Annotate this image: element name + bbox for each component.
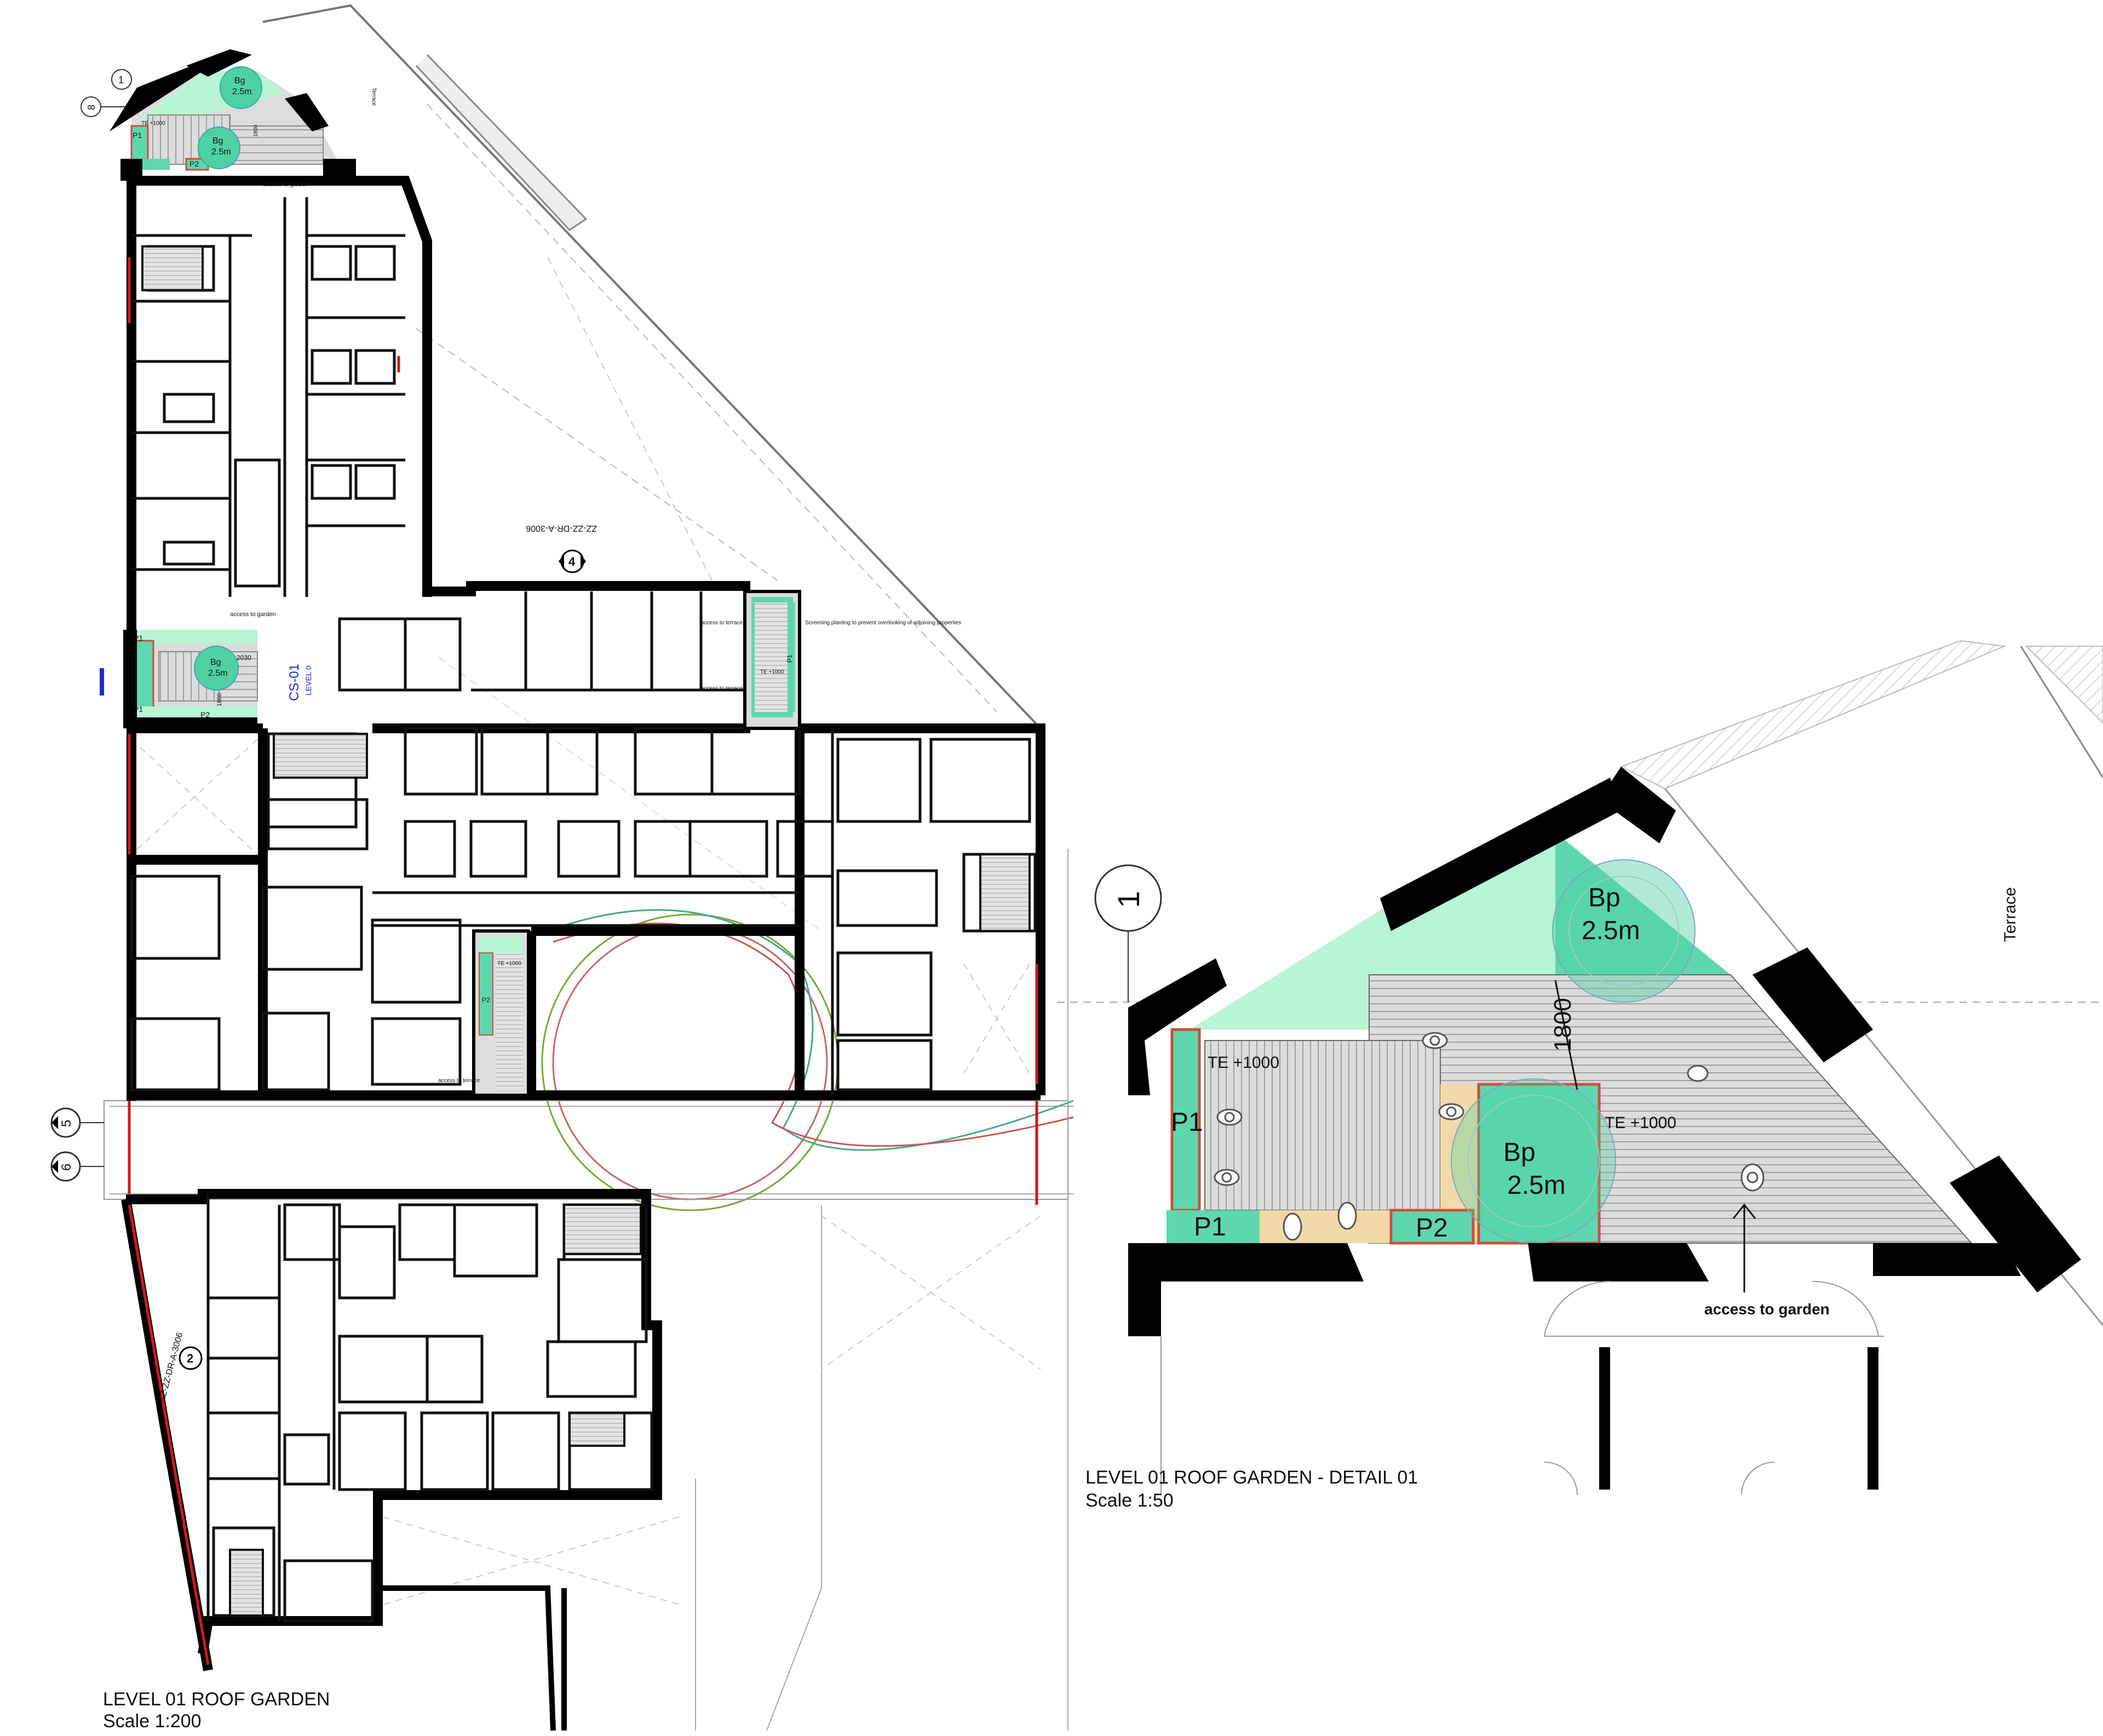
svg-text:LEVEL 0: LEVEL 0 bbox=[304, 665, 313, 695]
detail-p2: P2 bbox=[1416, 1214, 1448, 1243]
grid-marker-1: 1 bbox=[111, 69, 132, 90]
detail-bp-mid-label: Bp bbox=[1503, 1138, 1536, 1167]
grid-marker-8: 8 bbox=[81, 96, 126, 117]
main-terrace-label: Terrace bbox=[371, 88, 377, 106]
detail-te-right: TE +1000 bbox=[1605, 1114, 1676, 1132]
north-garden-bp2-label: Bg bbox=[212, 136, 223, 146]
south-garden-access: access to terrace bbox=[438, 1078, 480, 1084]
detail-decking-secondary bbox=[1204, 1040, 1441, 1211]
east-garden-access-a: access to terrace bbox=[701, 620, 743, 626]
detail-tree-zone bbox=[1555, 832, 1731, 975]
east-garden-access-b: access to terrace bbox=[701, 686, 743, 692]
west-garden-bp-size: 2.5m bbox=[208, 669, 228, 678]
north-garden-p2: P2 bbox=[189, 159, 199, 168]
detail-bp-top-size: 2.5m bbox=[1582, 916, 1640, 945]
detail-terrace: Terrace bbox=[2001, 887, 2019, 942]
detail-grid-marker-1: 1 bbox=[1094, 864, 1162, 1002]
grid-marker-5: 5 bbox=[50, 1107, 104, 1138]
north-garden-access: access to garden bbox=[263, 181, 309, 188]
east-garden-note: Screening planting to prevent overlookin… bbox=[805, 620, 961, 626]
planter-p1-bottom bbox=[1167, 1210, 1260, 1243]
south-garden-p2: P2 bbox=[482, 996, 490, 1004]
svg-text:5: 5 bbox=[59, 1120, 74, 1127]
red-boundary bbox=[128, 257, 1038, 1665]
south-garden-te: TE +1000 bbox=[497, 961, 521, 967]
west-garden-bp-label: Bg bbox=[210, 658, 221, 667]
west-garden-access: access to garden bbox=[230, 611, 276, 618]
south-garden bbox=[472, 929, 530, 1097]
detail-p1-vertical: P1 bbox=[1171, 1108, 1203, 1137]
section-marker-top: 4 ZZ-ZZ-DR-A-3006 bbox=[526, 524, 597, 573]
detail-bp-top-label: Bp bbox=[1588, 883, 1621, 912]
link-bridge bbox=[104, 1100, 1068, 1200]
detail-dimension-line bbox=[1554, 980, 1578, 1090]
people-figures bbox=[1214, 1032, 1765, 1241]
svg-text:CS-01: CS-01 bbox=[287, 664, 302, 701]
svg-text:ZZ-ZZ-DR-A-3006: ZZ-ZZ-DR-A-3006 bbox=[526, 524, 597, 533]
detail-te-left: TE +1000 bbox=[1208, 1054, 1279, 1072]
detail-context-paving-right bbox=[2025, 646, 2103, 724]
courtyard-ramp bbox=[541, 909, 1074, 1211]
detail-bp-mid-size: 2.5m bbox=[1507, 1171, 1566, 1200]
east-garden bbox=[743, 590, 801, 730]
planter-p2 bbox=[1389, 1209, 1475, 1245]
west-garden-dim-b: 1800 bbox=[216, 693, 223, 706]
site-boundary bbox=[262, 4, 1042, 729]
grid-marker-6: 6 bbox=[50, 1151, 104, 1182]
svg-text:4: 4 bbox=[568, 555, 576, 568]
main-plan: Bg 2.5m Bg 2.5m P1 P2 TE +1000 1800 acce… bbox=[50, 4, 1074, 1731]
detail-p1-bottom: P1 bbox=[1194, 1212, 1226, 1241]
west-garden bbox=[123, 630, 258, 731]
svg-text:ZZ-ZZ-DR-A-3006: ZZ-ZZ-DR-A-3006 bbox=[157, 1331, 185, 1402]
north-garden-te: TE +1000 bbox=[141, 120, 165, 127]
west-garden-dim-a: 2030 bbox=[237, 654, 251, 662]
stair-cores bbox=[141, 245, 1031, 1617]
section-marker-bottom: 2 ZZ-ZZ-DR-A-3006 bbox=[157, 1331, 203, 1402]
detail-doors bbox=[1160, 1280, 1884, 1496]
north-garden-dim: 1800 bbox=[253, 124, 259, 137]
detail-context-paving bbox=[1619, 640, 2007, 790]
svg-text:8: 8 bbox=[86, 105, 97, 110]
section-cut-cs01: CS-01 LEVEL 0 bbox=[100, 664, 313, 701]
svg-text:1: 1 bbox=[1111, 891, 1146, 908]
east-garden-p1: P1 bbox=[786, 654, 794, 663]
access-arrow bbox=[1732, 1203, 1756, 1292]
main-plan-title: LEVEL 01 ROOF GARDEN bbox=[103, 1689, 330, 1710]
annex bbox=[378, 1585, 567, 1731]
west-garden-p2: P2 bbox=[200, 710, 210, 719]
svg-text:1: 1 bbox=[118, 74, 124, 85]
tree-canopy-top bbox=[1552, 859, 1696, 1003]
east-garden-te: TE +1000 bbox=[760, 669, 784, 675]
svg-text:2: 2 bbox=[187, 1352, 193, 1365]
detail-access: access to garden bbox=[1704, 1301, 1830, 1318]
interior-partitions bbox=[130, 197, 1037, 1623]
detail-dim: 1800 bbox=[1549, 998, 1576, 1051]
detail-plan: 1 Bp 2.5m Bp 2.5m TE +1000 TE +1000 1800… bbox=[1057, 640, 2103, 1496]
detail-title: LEVEL 01 ROOF GARDEN - DETAIL 01 bbox=[1085, 1467, 1418, 1488]
north-garden bbox=[110, 49, 356, 181]
detail-scale: Scale 1:50 bbox=[1085, 1490, 1174, 1511]
west-garden-p1b: P1 bbox=[134, 705, 143, 714]
north-garden-p1: P1 bbox=[133, 131, 142, 140]
svg-text:6: 6 bbox=[59, 1164, 74, 1171]
north-garden-bp-size: 2.5m bbox=[232, 87, 252, 96]
west-garden-p1a: P1 bbox=[134, 634, 143, 642]
main-plan-scale: Scale 1:200 bbox=[103, 1711, 202, 1732]
north-garden-bp-label: Bg bbox=[234, 76, 245, 85]
detail-walls bbox=[1128, 767, 2081, 1490]
north-garden-bp2-size: 2.5m bbox=[211, 147, 231, 157]
